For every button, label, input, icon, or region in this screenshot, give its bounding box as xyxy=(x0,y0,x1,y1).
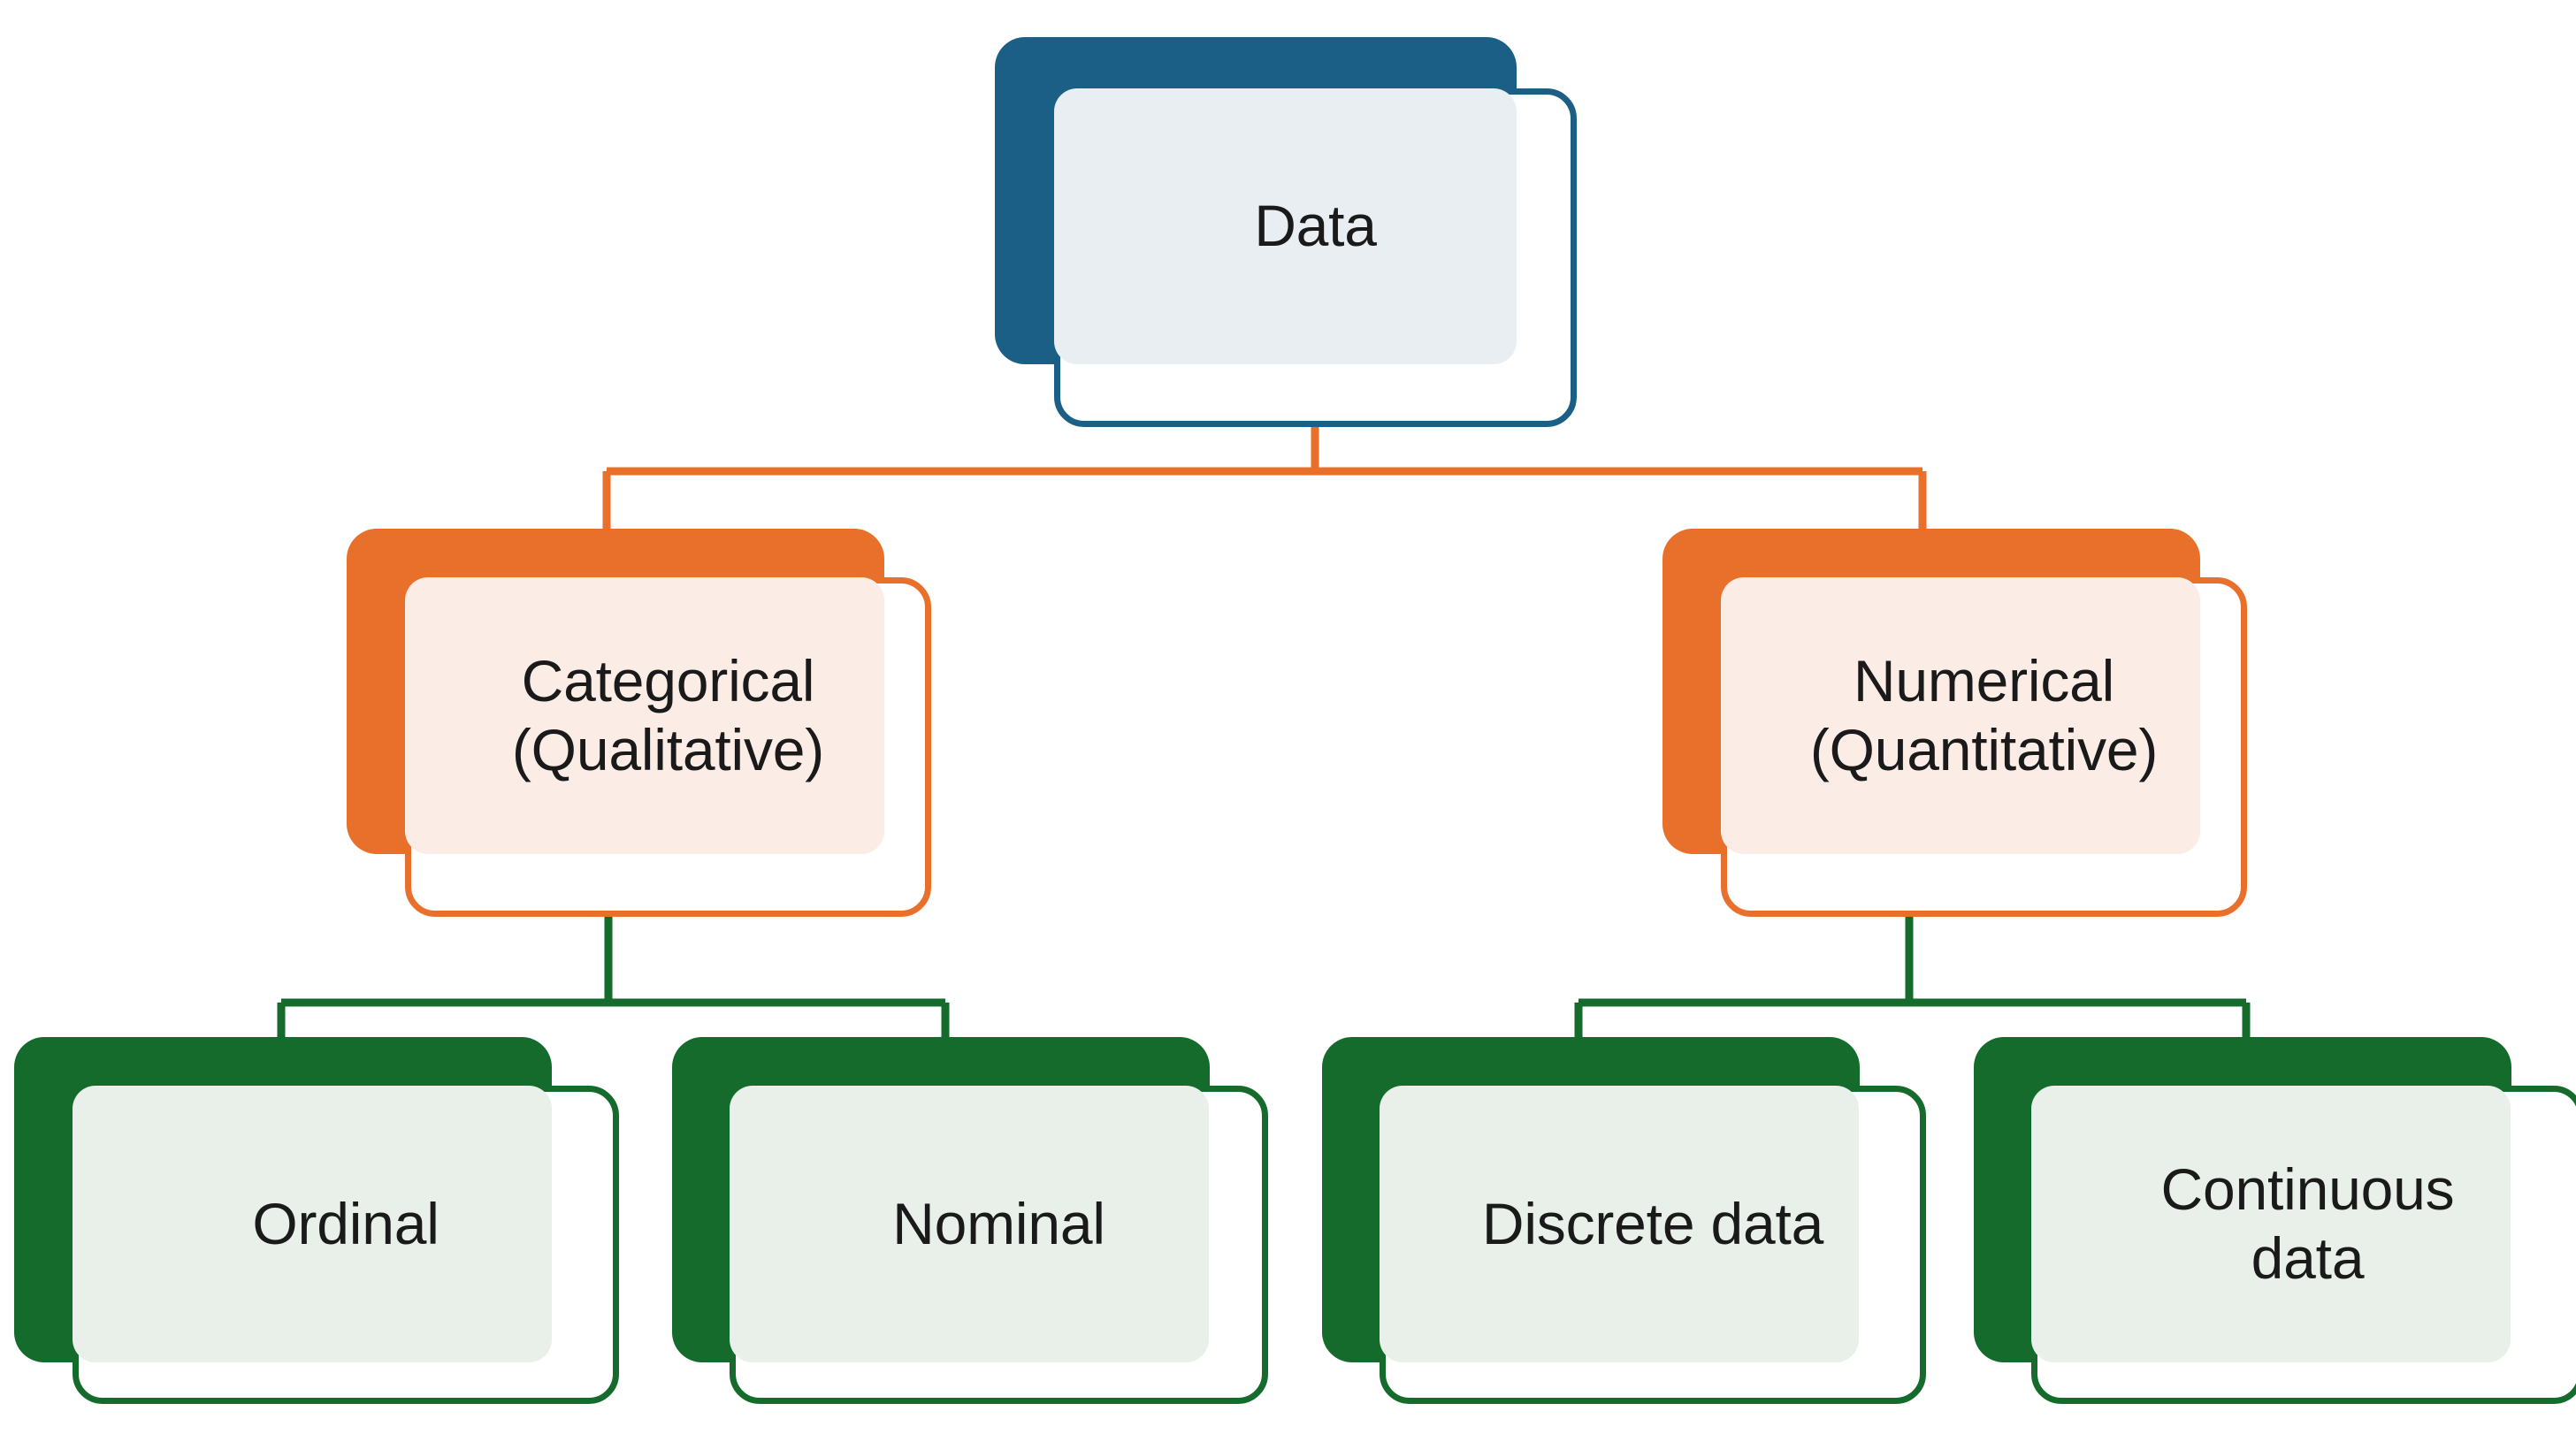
node-discrete-data[interactable]: Discrete data xyxy=(1322,1037,1926,1404)
node-numerical-fill xyxy=(1721,577,2200,854)
edge-data-to-level2 xyxy=(602,427,1927,530)
node-nominal-fill xyxy=(730,1086,1209,1362)
node-nominal[interactable]: Nominal xyxy=(672,1037,1268,1404)
node-continuous-data-fill xyxy=(2031,1086,2511,1362)
node-ordinal-fill xyxy=(73,1086,552,1362)
node-numerical[interactable]: Numerical (Quantitative) xyxy=(1663,529,2247,917)
node-categorical[interactable]: Categorical (Qualitative) xyxy=(347,529,931,917)
node-continuous-data-label: Continuous data xyxy=(2160,1156,2455,1291)
node-continuous-data[interactable]: Continuous data xyxy=(1974,1037,2576,1404)
node-discrete-data-label: Discrete data xyxy=(1481,1190,1824,1256)
node-numerical-label: Numerical (Quantitative) xyxy=(1809,647,2159,782)
node-categorical-fill xyxy=(405,577,884,854)
node-ordinal[interactable]: Ordinal xyxy=(14,1037,619,1404)
node-categorical-label: Categorical (Qualitative) xyxy=(511,647,825,782)
node-discrete-data-fill xyxy=(1380,1086,1859,1362)
node-data-label: Data xyxy=(1254,193,1377,259)
node-nominal-label: Nominal xyxy=(892,1190,1105,1256)
node-ordinal-label: Ordinal xyxy=(252,1190,440,1256)
node-data[interactable]: Data xyxy=(995,37,1577,427)
node-data-fill xyxy=(1054,88,1517,364)
